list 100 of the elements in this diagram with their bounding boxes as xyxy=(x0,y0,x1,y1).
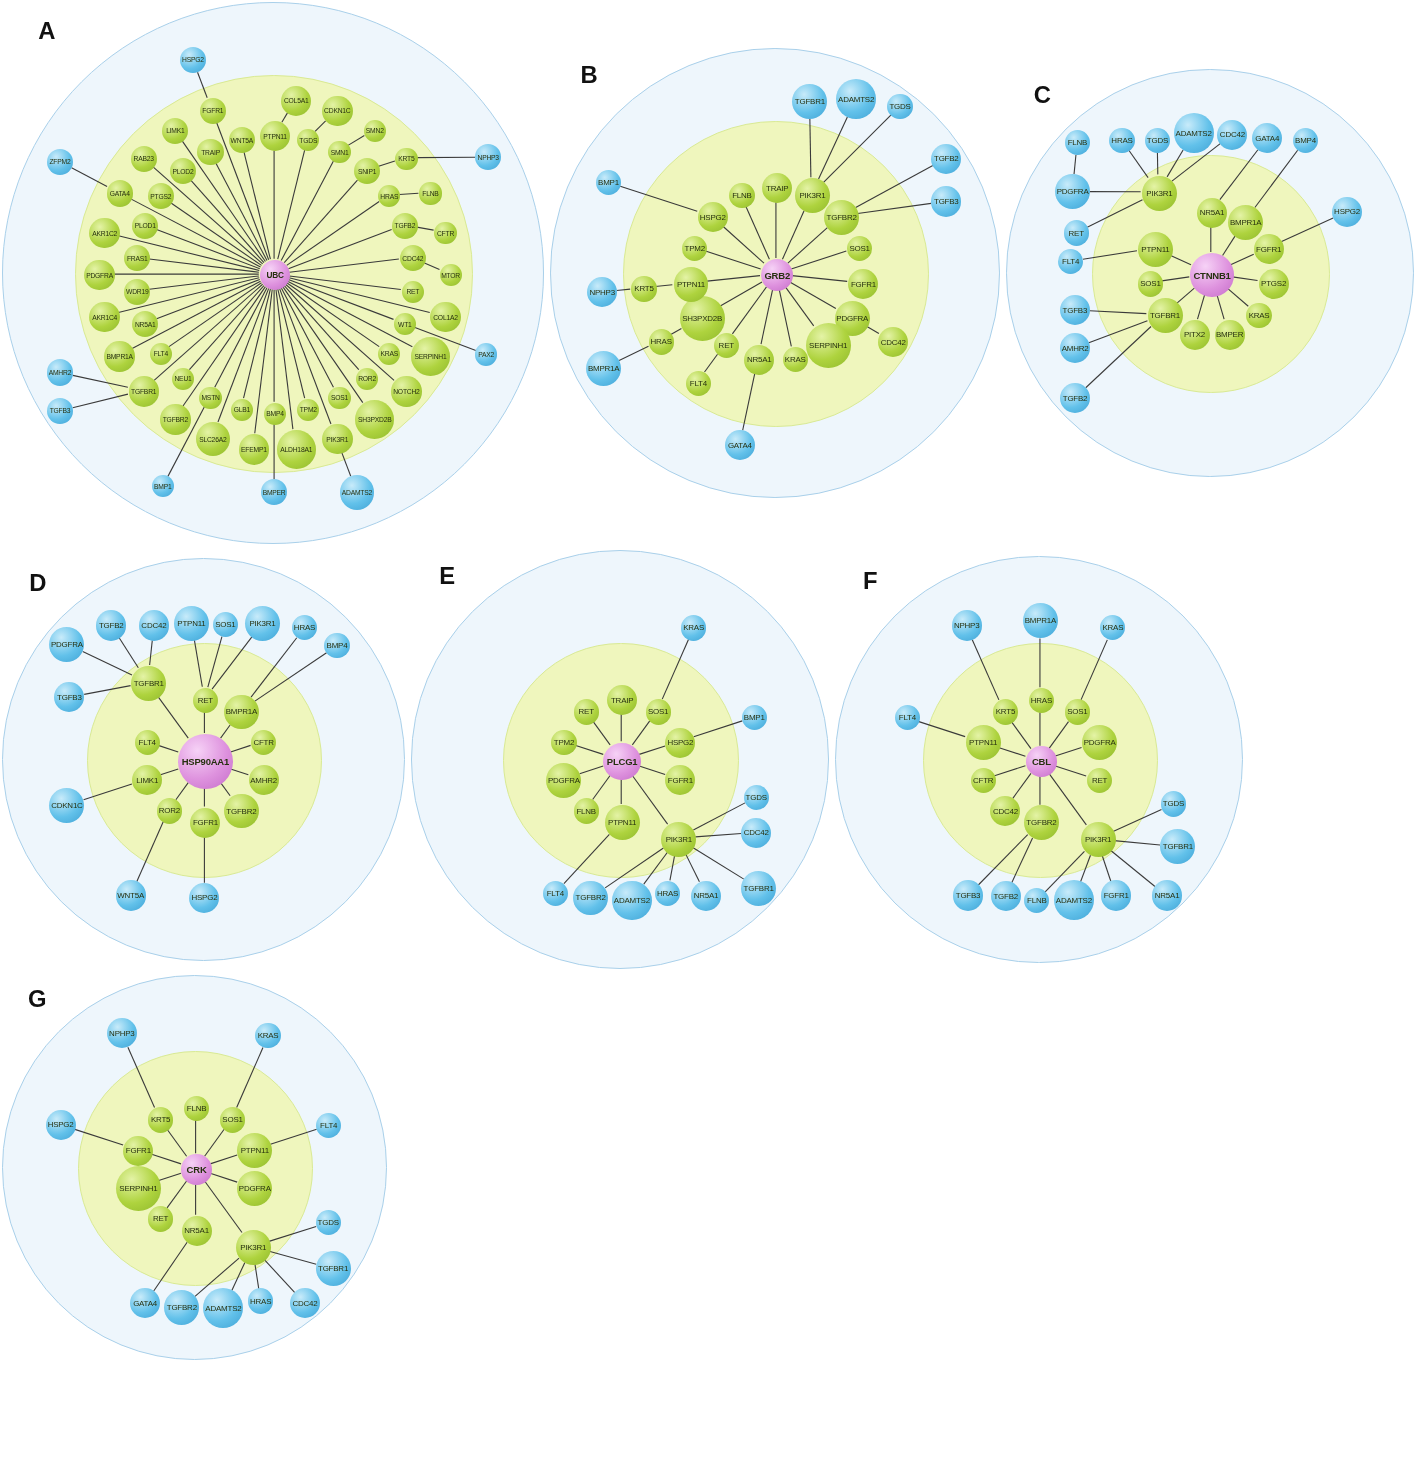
connector-line xyxy=(83,685,132,695)
connector-line xyxy=(72,374,129,388)
connector-line xyxy=(83,783,133,801)
connector-line xyxy=(638,765,666,776)
connector-line xyxy=(287,278,395,320)
connector-line xyxy=(263,1258,296,1293)
connector-line xyxy=(1128,150,1149,179)
connector-line xyxy=(136,821,164,883)
connector-line xyxy=(789,281,837,310)
connector-line xyxy=(277,288,306,399)
connector-line xyxy=(273,149,275,260)
connector-line xyxy=(157,696,189,739)
connector-line xyxy=(918,720,967,737)
connector-line xyxy=(694,833,742,838)
connector-line xyxy=(1085,326,1152,389)
connector-line xyxy=(204,1180,243,1233)
connector-line xyxy=(1080,854,1092,883)
connector-line xyxy=(280,287,334,388)
panel-letter: E xyxy=(439,563,455,588)
connector-line xyxy=(1219,149,1259,201)
connector-line xyxy=(278,287,332,425)
connector-line xyxy=(74,1128,124,1146)
hub-gene-node: CTNNB1 xyxy=(1190,253,1234,297)
connector-line xyxy=(1169,254,1192,266)
connector-line xyxy=(254,288,273,434)
connector-line xyxy=(118,637,139,669)
panel-letter: A xyxy=(38,19,56,44)
connector-line xyxy=(413,326,477,352)
connector-line xyxy=(214,287,268,388)
connector-line xyxy=(193,639,203,688)
connector-line xyxy=(1011,720,1032,749)
connector-line xyxy=(661,638,690,700)
connector-line xyxy=(215,121,270,261)
connector-line xyxy=(1086,199,1144,228)
connector-line xyxy=(280,160,334,262)
connector-line xyxy=(1045,850,1086,892)
connector-line xyxy=(170,202,263,266)
connector-line xyxy=(188,285,265,371)
connector-line xyxy=(1110,849,1156,887)
connector-line xyxy=(670,328,683,336)
connector-line xyxy=(787,227,829,264)
panel-letter: B xyxy=(580,62,598,87)
connector-line xyxy=(195,1119,197,1154)
connector-line xyxy=(166,1128,188,1157)
connector-line xyxy=(416,156,476,159)
connector-line xyxy=(998,746,1027,757)
connector-line xyxy=(1089,191,1142,193)
connector-line xyxy=(197,71,208,99)
connector-line xyxy=(287,228,393,270)
connector-line xyxy=(1176,287,1196,304)
connector-line xyxy=(156,228,261,270)
connector-line xyxy=(616,288,631,292)
connector-line xyxy=(153,283,264,381)
connector-line xyxy=(1254,150,1299,209)
connector-line xyxy=(273,423,275,480)
connector-line xyxy=(1210,226,1212,253)
connector-line xyxy=(159,768,179,776)
connector-line xyxy=(1073,154,1077,175)
connector-line xyxy=(592,775,611,801)
connector-line xyxy=(993,764,1027,777)
connector-line xyxy=(416,226,435,231)
connector-line xyxy=(268,1225,317,1242)
connector-line xyxy=(1012,772,1032,799)
connector-line xyxy=(153,1241,188,1292)
connector-line xyxy=(149,639,153,666)
connector-line xyxy=(790,250,848,270)
connector-line xyxy=(1088,320,1149,344)
connector-line xyxy=(347,134,365,146)
connector-line xyxy=(791,275,849,283)
hub-gene-node: CBL xyxy=(1026,746,1057,777)
connector-line xyxy=(720,281,763,307)
connector-line xyxy=(1227,287,1250,308)
connector-line xyxy=(204,1128,225,1157)
connector-line xyxy=(82,651,133,676)
connector-line xyxy=(288,258,400,273)
connector-line xyxy=(742,373,756,432)
connector-line xyxy=(978,833,1029,886)
connector-line xyxy=(209,1172,238,1183)
connector-line xyxy=(638,745,666,756)
connector-line xyxy=(190,179,265,264)
panel-letter: D xyxy=(29,571,47,595)
connector-line xyxy=(341,451,352,477)
connector-line xyxy=(1216,294,1225,320)
connector-line xyxy=(211,636,253,690)
connector-line xyxy=(779,289,793,348)
connector-line xyxy=(1082,250,1138,261)
connector-line xyxy=(148,275,260,290)
connector-line xyxy=(618,345,650,362)
connector-line xyxy=(288,277,431,313)
connector-line xyxy=(775,201,777,259)
connector-line xyxy=(281,112,288,123)
connector-line xyxy=(158,1172,182,1181)
connector-line xyxy=(1080,638,1109,700)
connector-line xyxy=(1280,217,1334,243)
connector-line xyxy=(972,638,1000,700)
connector-line xyxy=(203,787,205,808)
connector-line xyxy=(1112,808,1163,832)
connector-line xyxy=(314,120,327,132)
connector-line xyxy=(1048,720,1070,749)
connector-line xyxy=(148,258,260,273)
